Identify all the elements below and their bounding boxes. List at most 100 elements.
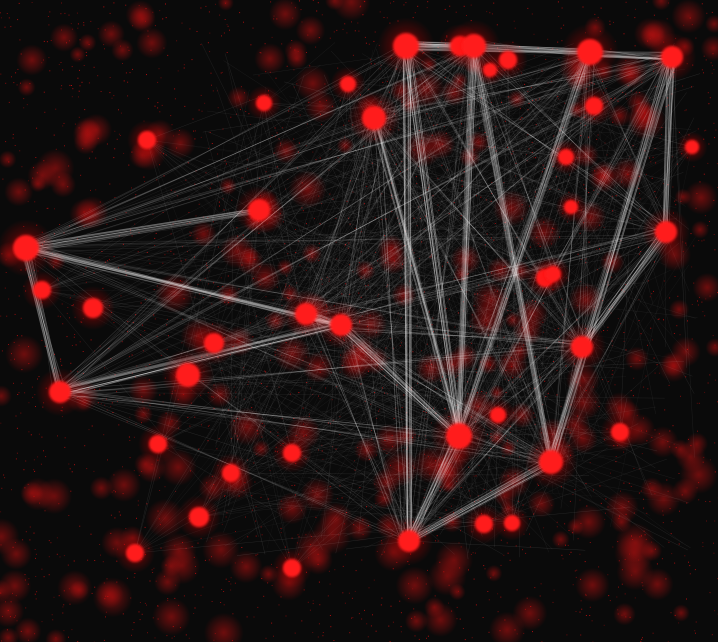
graph-edge: [27, 52, 589, 248]
speckle-dot: [428, 184, 430, 186]
graph-edge: [134, 425, 235, 554]
speckle-dot: [534, 356, 536, 358]
speckle-dot: [389, 464, 391, 466]
speckle-dot: [207, 230, 209, 232]
speckle-dot: [477, 293, 478, 295]
speckle-dot: [241, 264, 243, 266]
speckle-dot: [329, 615, 331, 616]
speckle-dot: [226, 512, 228, 514]
speckle-dot: [354, 30, 356, 32]
speckle-blob: [69, 46, 86, 63]
speckle-dot: [495, 150, 497, 152]
speckle-dot: [638, 187, 640, 189]
graph-edge: [587, 53, 667, 351]
speckle-dot: [326, 99, 327, 101]
speckle-dot: [661, 558, 663, 560]
speckle-dot: [650, 161, 652, 163]
speckle-dot: [13, 382, 14, 384]
speckle-dot: [514, 293, 516, 295]
speckle-dot: [398, 129, 400, 131]
speckle-dot: [60, 358, 62, 360]
speckle-dot: [256, 315, 257, 317]
speckle-dot: [13, 616, 15, 618]
speckle-dot: [503, 336, 505, 338]
speckle-dot: [437, 204, 439, 206]
speckle-dot: [713, 68, 715, 70]
speckle-dot: [404, 230, 406, 232]
speckle-dot: [254, 259, 256, 260]
speckle-dot: [97, 137, 99, 139]
speckle-dot: [55, 108, 57, 110]
graph-edge: [472, 50, 553, 458]
speckle-dot: [146, 252, 148, 253]
graph-edge: [146, 139, 603, 443]
speckle-dot: [241, 177, 243, 179]
speckle-dot: [527, 109, 529, 111]
speckle-dot: [529, 546, 531, 548]
speckle-dot: [348, 592, 350, 594]
speckle-dot: [343, 523, 345, 525]
speckle-dot: [111, 319, 113, 321]
graph-edge: [187, 143, 699, 376]
graph-edge: [291, 297, 474, 454]
speckle-dot: [644, 150, 646, 152]
graph-node: [138, 131, 156, 149]
speckle-dot: [237, 418, 238, 419]
speckle-dot: [337, 157, 339, 159]
graph-edge: [291, 452, 486, 503]
speckle-dot: [607, 284, 609, 286]
speckle-blob: [97, 20, 125, 48]
speckle-dot: [103, 582, 105, 584]
speckle-dot: [632, 395, 634, 397]
speckle-dot: [238, 288, 240, 290]
speckle-dot: [56, 537, 58, 539]
speckle-dot: [215, 3, 216, 5]
speckle-dot: [135, 314, 137, 316]
speckle-dot: [51, 614, 53, 616]
speckle-dot: [474, 501, 476, 503]
graph-edge: [230, 148, 669, 474]
speckle-blob: [203, 612, 244, 642]
graph-edge: [146, 139, 456, 313]
speckle-blob: [190, 220, 217, 248]
graph-edge: [25, 247, 628, 354]
speckle-dot: [412, 437, 413, 439]
graph-edge: [334, 227, 673, 330]
speckle-dot: [88, 82, 90, 84]
speckle-dot: [513, 20, 515, 22]
speckle-dot: [118, 235, 120, 237]
speckle-blob: [128, 375, 159, 405]
speckle-dot: [429, 256, 431, 258]
speckle-dot: [317, 2, 319, 4]
graph-node: [490, 407, 506, 423]
graph-edge: [666, 61, 674, 235]
speckle-dot: [638, 492, 640, 494]
graph-edge: [60, 62, 672, 387]
graph-edge: [311, 308, 404, 547]
graph-edge: [516, 231, 667, 259]
speckle-dot: [553, 228, 555, 230]
graph-edge: [224, 231, 667, 292]
speckle-dot: [157, 510, 159, 512]
speckle-dot: [265, 371, 267, 373]
speckle-dot: [534, 587, 536, 589]
speckle-dot: [165, 412, 167, 414]
graph-edge: [25, 247, 492, 281]
speckle-dot: [28, 346, 29, 348]
speckle-dot: [333, 640, 335, 641]
speckle-dot: [166, 324, 168, 326]
speckle-dot: [585, 258, 587, 260]
speckle-dot: [47, 207, 49, 209]
speckle-dot: [242, 234, 244, 236]
graph-edge: [477, 51, 579, 342]
speckle-dot: [535, 99, 537, 101]
speckle-blob: [492, 189, 530, 227]
speckle-dot: [336, 29, 338, 31]
graph-edge: [456, 43, 472, 435]
speckle-dot: [63, 232, 65, 234]
speckle-dot: [617, 541, 619, 543]
speckle-dot: [133, 436, 135, 438]
speckle-dot: [142, 401, 144, 403]
speckle-dot: [319, 223, 321, 225]
speckle-blob: [575, 567, 610, 603]
